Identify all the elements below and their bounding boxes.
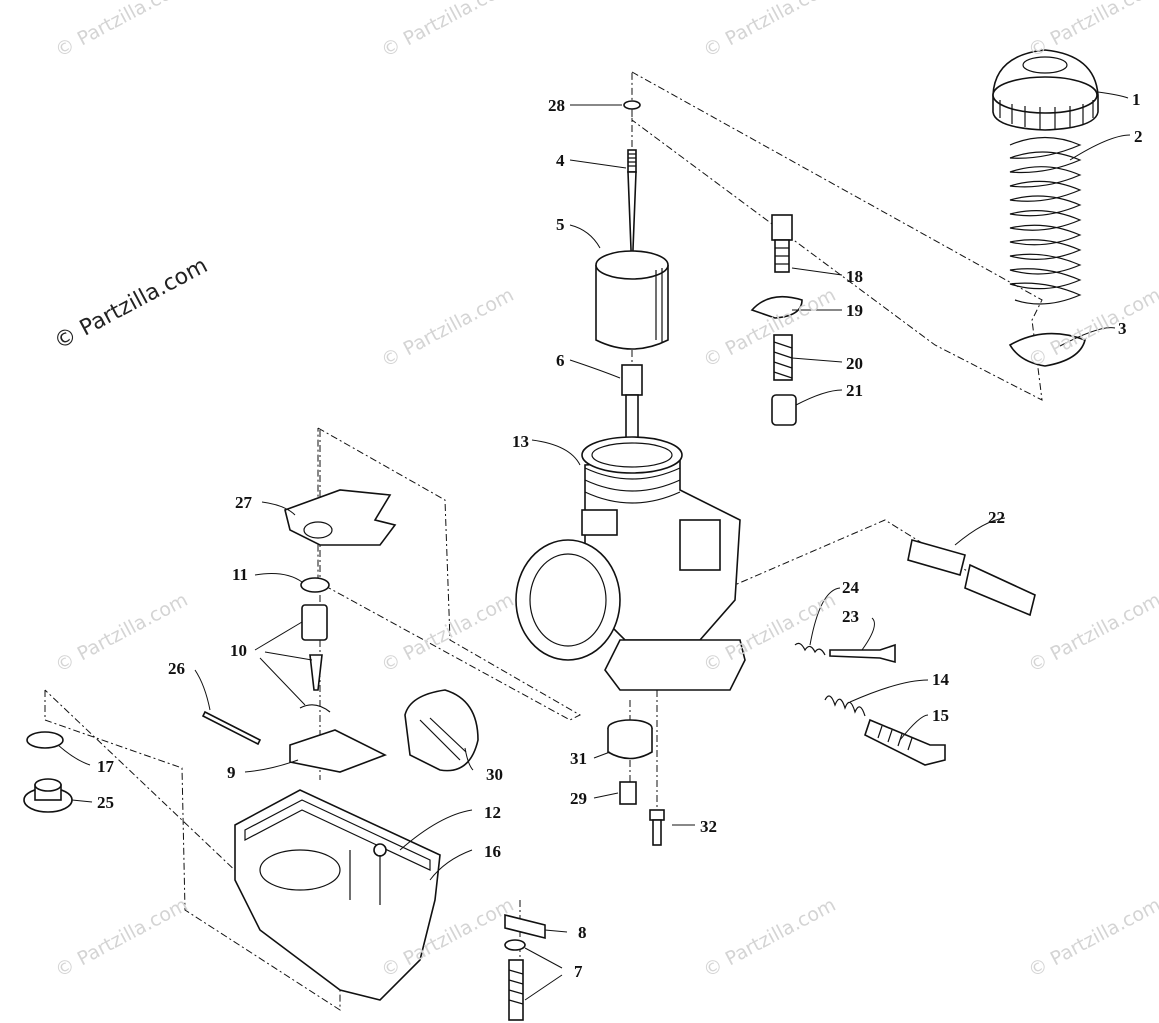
- callout-27[interactable]: 27: [235, 493, 252, 512]
- part-retainer-plate: [504, 913, 546, 940]
- callout-24[interactable]: 24: [842, 578, 859, 597]
- part-washer: [300, 577, 330, 593]
- part-drain-screw: [649, 809, 665, 846]
- callout-30[interactable]: 30: [486, 765, 503, 784]
- part-cap: [992, 49, 1099, 131]
- part-carburetor-body: [515, 436, 746, 691]
- part-float-valve: [299, 604, 331, 713]
- callout-9[interactable]: 9: [227, 763, 236, 782]
- part-screw: [508, 959, 524, 1021]
- part-float-bowl: [234, 789, 441, 1001]
- callout-21[interactable]: 21: [846, 381, 863, 400]
- callout-32[interactable]: 32: [700, 817, 717, 836]
- assembly-frame-float: [317, 427, 582, 721]
- part-clip: [623, 100, 641, 110]
- part-float-arm: [289, 729, 387, 773]
- part-pilot-screw-assembly: [750, 214, 803, 426]
- callout-7[interactable]: 7: [574, 962, 583, 981]
- part-drain-plug: [23, 778, 73, 813]
- callout-16[interactable]: 16: [484, 842, 501, 861]
- part-stopper-plate: [1008, 332, 1086, 367]
- callout-11[interactable]: 11: [232, 565, 249, 584]
- callout-20[interactable]: 20: [846, 354, 863, 373]
- callout-26[interactable]: 26: [168, 659, 185, 678]
- callout-12[interactable]: 12: [484, 803, 501, 822]
- callout-1[interactable]: 1: [1132, 90, 1141, 109]
- callout-29[interactable]: 29: [570, 789, 587, 808]
- callout-18[interactable]: 18: [846, 267, 863, 286]
- callout-31[interactable]: 31: [570, 749, 587, 768]
- part-throttle-rod: [907, 538, 1036, 617]
- part-needle-jet-holder: [607, 719, 653, 760]
- callout-25[interactable]: 25: [97, 793, 114, 812]
- callout-22[interactable]: 22: [988, 508, 1005, 527]
- part-main-jet: [619, 781, 637, 805]
- assembly-frame-top: [631, 71, 1043, 401]
- callout-14[interactable]: 14: [932, 670, 949, 689]
- part-spring: [1009, 136, 1082, 305]
- callout-23[interactable]: 23: [842, 607, 859, 626]
- callout-3[interactable]: 3: [1118, 319, 1127, 338]
- callout-4[interactable]: 4: [556, 151, 565, 170]
- part-float: [404, 689, 479, 772]
- callout-2[interactable]: 2: [1134, 127, 1143, 146]
- callout-6[interactable]: 6: [556, 351, 565, 370]
- callout-15[interactable]: 15: [932, 706, 949, 725]
- callout-5[interactable]: 5: [556, 215, 565, 234]
- callout-8[interactable]: 8: [578, 923, 587, 942]
- callout-10[interactable]: 10: [230, 641, 247, 660]
- part-o-ring: [26, 731, 64, 749]
- part-air-screw: [824, 695, 946, 766]
- callout-28[interactable]: 28: [548, 96, 565, 115]
- part-idle-screw: [794, 642, 896, 664]
- part-lock-washer: [504, 939, 526, 951]
- part-float-pin: [201, 710, 262, 746]
- part-jet-needle: [627, 149, 637, 276]
- part-float-gasket-plate: [284, 489, 397, 546]
- callout-19[interactable]: 19: [846, 301, 863, 320]
- leader-lines: [57, 91, 1131, 1001]
- part-throttle-valve: [595, 250, 669, 350]
- callout-13[interactable]: 13: [512, 432, 529, 451]
- callout-17[interactable]: 17: [97, 757, 114, 776]
- assembly-frame-right: [699, 519, 1031, 611]
